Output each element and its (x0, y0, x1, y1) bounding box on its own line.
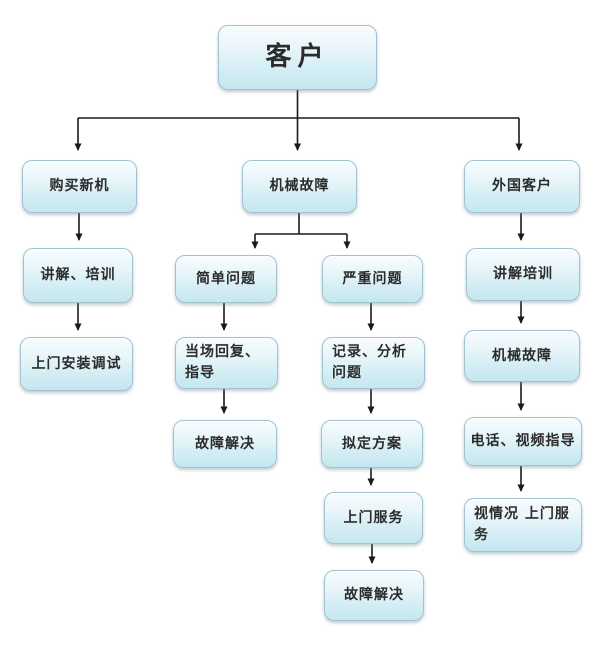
node-fault-resolved-1: 故障解决 (173, 420, 277, 468)
node-mechanical-failure-2: 机械故障 (464, 330, 580, 382)
node-record-analyze-problem: 记录、分析问题 (322, 337, 425, 389)
node-simple-problem: 简单问题 (175, 255, 277, 303)
node-explain-training: 讲解、培训 (23, 248, 133, 303)
node-foreign-customer: 外国客户 (464, 160, 580, 213)
node-explain-training-2: 讲解培训 (466, 248, 580, 301)
node-fault-resolved-2: 故障解决 (324, 570, 424, 621)
node-onsite-service: 上门服务 (324, 492, 423, 544)
node-serious-problem: 严重问题 (322, 255, 423, 303)
node-onsite-service-as-needed: 视情况 上门服务 (464, 498, 582, 552)
node-draft-plan: 拟定方案 (321, 420, 423, 468)
node-onsite-reply-guide: 当场回复、指导 (175, 337, 278, 389)
node-phone-video-guide: 电话、视频指导 (464, 417, 582, 466)
node-mechanical-failure: 机械故障 (242, 160, 357, 213)
node-buy-new-machine: 购买新机 (22, 160, 137, 213)
node-customer: 客户 (218, 25, 377, 90)
node-onsite-install-debug: 上门安装调试 (20, 337, 133, 391)
